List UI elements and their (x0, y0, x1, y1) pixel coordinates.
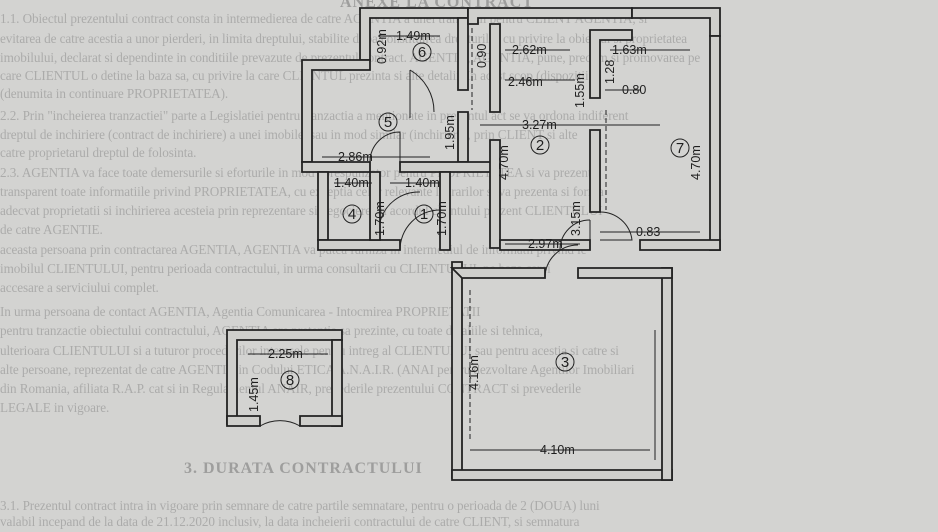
room-label-7: 7 (670, 138, 690, 158)
svg-text:4: 4 (348, 206, 356, 223)
document-line: alte persoane, reprezentat de catre AGEN… (0, 362, 635, 377)
dim-0-92: 0.92m (375, 29, 389, 64)
room-7-walls (631, 7, 721, 251)
door-room-8 (259, 420, 301, 427)
door-room-7 (599, 211, 633, 241)
svg-text:3: 3 (561, 354, 569, 371)
dim-0-90: 0.90 (475, 44, 489, 68)
room-8-walls (226, 329, 343, 427)
door-room-4 (379, 191, 421, 223)
svg-text:5: 5 (384, 114, 392, 131)
room-label-8: 8 (280, 370, 300, 390)
document-line: In urma persoana de contact AGENTIA, Age… (0, 304, 481, 319)
document-line: LEGALE in vigoare. (0, 400, 110, 415)
dim-4-70-left: 4.70m (497, 145, 511, 180)
dim-1-95: 1.95m (443, 115, 457, 150)
document-line: 2.2. Prin "incheierea tranzactiei" parte… (0, 108, 629, 123)
dim-2-86: 2.86m (338, 150, 373, 164)
svg-text:6: 6 (418, 44, 426, 61)
document-line: imobilului, declarat si dependinte in co… (0, 50, 701, 65)
section-heading-top: ANEXE LA CONTRACT (340, 0, 534, 11)
svg-text:8: 8 (286, 372, 294, 389)
dim-1-40-right: 1.40m (405, 176, 440, 190)
dim-0-80: 0.80 (622, 83, 646, 97)
door-room-2 (559, 219, 591, 251)
room-2-walls (467, 7, 633, 251)
dim-1-40-left: 1.40m (334, 176, 369, 190)
dim-1-63: 1.63m (612, 43, 647, 57)
dim-1-55: 1.55m (573, 73, 587, 108)
room-label-4: 4 (342, 204, 362, 224)
dim-1-70-left: 1.70m (373, 201, 387, 236)
section-heading-duration: 3. DURATA CONTRACTULUI (184, 460, 423, 477)
room-label-3: 3 (555, 352, 575, 372)
document-line: imobilul CLIENTULUI, pentru perioada con… (0, 261, 551, 276)
document-line: ulterioara CLIENTULUI si a tuturor proce… (0, 343, 619, 358)
door-room-3 (544, 244, 579, 279)
dim-3-27: 3.27m (522, 118, 557, 132)
document-line: care CLIENTUL o detine la baza sa, cu pr… (0, 68, 593, 83)
dim-2-97: 2.97m (528, 237, 563, 251)
dim-0-83: 0.83 (636, 225, 660, 239)
dim-1-28: 1.28 (603, 60, 617, 84)
document-line: evitarea de catre acestia a unor pierder… (0, 31, 688, 46)
room-3-walls (449, 261, 673, 481)
room-label-6: 6 (412, 42, 432, 62)
document-line: catre proprietarul dreptul de folosinta. (0, 145, 197, 160)
door-room-5 (369, 131, 401, 163)
document-line: (denumita in continuare PROPRIETATEA). (0, 86, 229, 101)
dim-4-70-right: 4.70m (689, 145, 703, 180)
dim-2-46: 2.46m (508, 75, 543, 89)
document-line: 3.1. Prezentul contract intra in vigoare… (0, 498, 600, 513)
dim-2-25: 2.25m (268, 347, 303, 361)
document-line: transparent toate informatiile privind P… (0, 184, 604, 199)
dim-3-15: 3.15m (569, 201, 583, 236)
room-label-1: 1 (414, 204, 434, 224)
svg-text:2: 2 (536, 137, 544, 154)
document-line: de catre AGENTIE. (0, 222, 103, 237)
room-label-5: 5 (378, 112, 398, 132)
document-line: accesare a serviciului complet. (0, 280, 159, 295)
document-line: dreptul de inchiriere (contract de inchi… (0, 127, 578, 142)
dim-4-16: 4.16m (467, 355, 481, 390)
svg-text:1: 1 (420, 206, 428, 223)
dim-2-62: 2.62m (512, 43, 547, 57)
room-label-2: 2 (530, 135, 550, 155)
dim-1-70-right: 1.70m (435, 201, 449, 236)
dim-1-45: 1.45m (247, 377, 261, 412)
document-line: adecvat proprietatii si inchirierea aces… (0, 203, 603, 218)
svg-text:7: 7 (676, 140, 684, 157)
dim-4-10: 4.10m (540, 443, 575, 457)
document-line: valabil incepand de la data de 21.12.202… (0, 514, 580, 529)
dim-1-49: 1.49m (396, 29, 431, 43)
